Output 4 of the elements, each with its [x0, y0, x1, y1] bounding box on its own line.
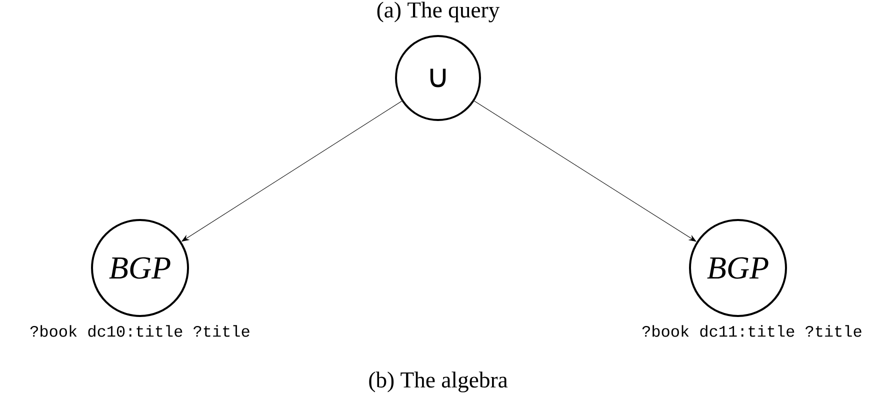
caption: (b) The algebra	[369, 372, 508, 392]
pattern-text: ?book dc11:title ?title	[642, 325, 862, 337]
title: (a) The query	[377, 2, 500, 22]
pattern-text: ?book dc10:title ?title	[30, 325, 250, 337]
